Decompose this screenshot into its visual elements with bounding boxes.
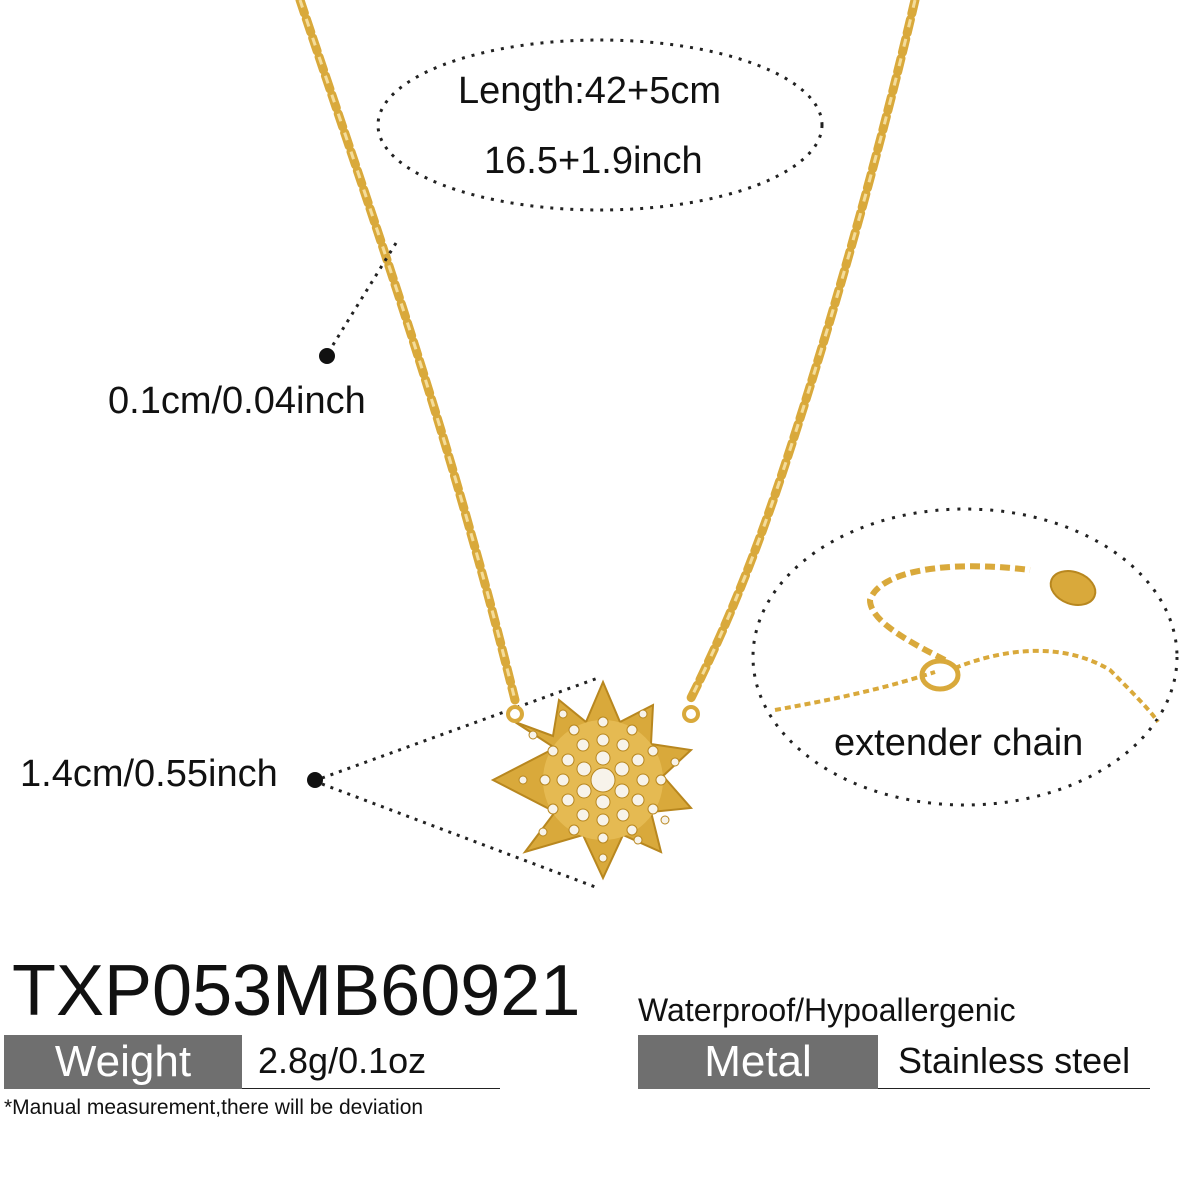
pendant-size-label: 1.4cm/0.55inch bbox=[20, 753, 278, 795]
bullet-dot-icon bbox=[307, 772, 323, 788]
metal-value: Stainless steel bbox=[898, 1040, 1131, 1081]
length-inch-label: 16.5+1.9inch bbox=[484, 140, 703, 182]
feature-text: Waterproof/Hypoallergenic bbox=[638, 992, 1016, 1028]
star-pendant-icon bbox=[490, 679, 700, 881]
measurement-note: *Manual measurement,there will be deviat… bbox=[4, 1096, 424, 1119]
metal-underline bbox=[878, 1088, 1150, 1089]
extender-chain-label: extender chain bbox=[834, 722, 1084, 764]
weight-badge: Weight bbox=[4, 1035, 242, 1089]
weight-value: 2.8g/0.1oz bbox=[258, 1040, 427, 1081]
extender-callout-circle bbox=[751, 507, 1179, 807]
chain-width-label: 0.1cm/0.04inch bbox=[108, 380, 366, 422]
product-code: TXP053MB60921 bbox=[12, 951, 581, 1031]
length-callout-ellipse bbox=[376, 38, 824, 212]
weight-underline bbox=[242, 1088, 500, 1089]
extender-chain-icon bbox=[774, 563, 1160, 724]
length-cm-label: Length:42+5cm bbox=[458, 70, 722, 112]
necklace-chain-icon bbox=[295, 0, 920, 705]
bullet-dot-icon bbox=[319, 348, 335, 364]
metal-badge: Metal bbox=[638, 1035, 878, 1089]
